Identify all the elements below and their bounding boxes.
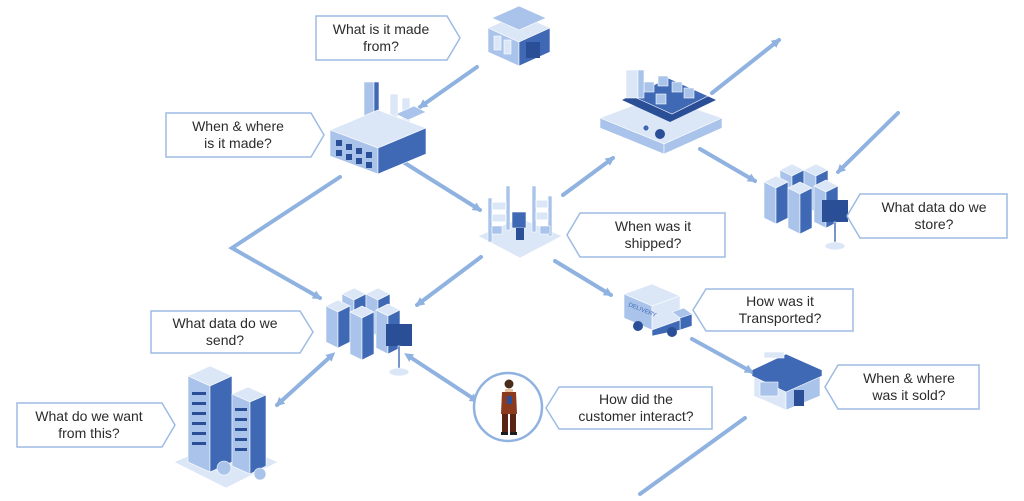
- callout-outline: [846, 193, 1008, 239]
- callout-when-where-sold: When & where was it sold?: [824, 364, 980, 410]
- store-icon: [751, 350, 823, 412]
- callout-what-store: What data do we store?: [846, 193, 1008, 239]
- line-store-out: [638, 416, 747, 496]
- delivery-truck-icon: DELIVERY: [622, 282, 694, 340]
- arrow-in-to-datastore: [836, 111, 900, 174]
- callout-text: When was it shipped?: [614, 218, 692, 251]
- callout-text: What is it made from?: [332, 21, 430, 54]
- arrow-factory-to-servers: [228, 175, 342, 300]
- arrow-hub-to-ship: [561, 156, 615, 197]
- arrow-ship-to-datastore: [698, 147, 757, 183]
- arrow-servers-customer: [404, 353, 479, 403]
- callout-outline: [692, 288, 854, 332]
- data-store-icon: [760, 158, 850, 254]
- callout-outline: [16, 402, 176, 448]
- callout-what-send: What data do we send?: [150, 310, 314, 354]
- arrow-servers-building: [275, 352, 336, 407]
- arrow-truck-to-store: [690, 337, 754, 374]
- callout-outline: [165, 112, 325, 158]
- callout-text: How was it Transported?: [738, 293, 822, 326]
- callout-want-from-this: What do we want from this?: [16, 402, 176, 448]
- arrow-hub-to-truck: [553, 259, 613, 297]
- arrow-warehouse-to-factory: [418, 65, 479, 109]
- arrow-ship-out: [710, 38, 781, 95]
- arrow-hub-to-servers: [415, 255, 483, 307]
- customer-person-icon: [471, 370, 545, 444]
- callout-when-where-made: When & where is it made?: [165, 112, 325, 158]
- callout-text: What data do we send?: [172, 315, 278, 348]
- callout-how-transported: How was it Transported?: [692, 288, 854, 332]
- callout-text: How did the customer interact?: [578, 391, 694, 424]
- callout-text: When & where is it made?: [192, 118, 284, 151]
- callout-outline: [824, 364, 980, 410]
- logistics-hub-icon: [476, 178, 564, 262]
- callout-when-shipped: When was it shipped?: [566, 212, 726, 258]
- callout-text: What do we want from this?: [35, 408, 143, 441]
- warehouse-icon: [482, 5, 556, 68]
- callout-outline: [150, 310, 314, 354]
- office-building-icon: [170, 356, 282, 490]
- callout-text: When & where was it sold?: [863, 370, 955, 403]
- factory-icon: [326, 78, 430, 176]
- cargo-ship-icon: [598, 56, 724, 156]
- callout-outline: [545, 386, 713, 430]
- callout-text: What data do we store?: [881, 199, 987, 232]
- data-servers-icon: [322, 282, 414, 380]
- callout-made-from: What is it made from?: [315, 15, 461, 61]
- arrow-factory-to-hub: [398, 158, 482, 212]
- callout-customer-interact: How did the customer interact?: [545, 386, 713, 430]
- callout-outline: [566, 212, 726, 258]
- callout-outline: [315, 15, 461, 61]
